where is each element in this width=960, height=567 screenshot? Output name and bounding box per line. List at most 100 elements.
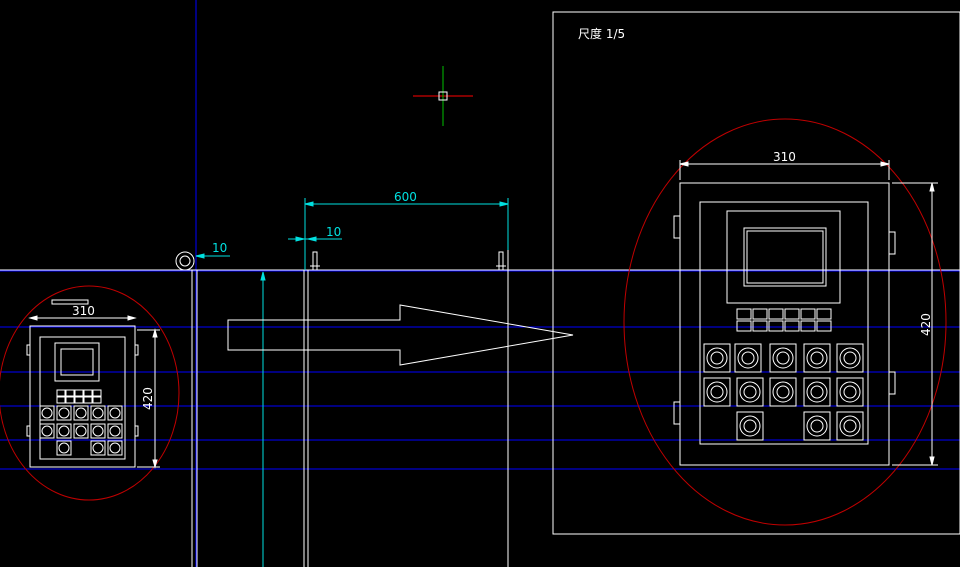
panel-button-housing [769,377,797,407]
panel-button-cap [741,351,755,365]
panel-button-housing [803,343,831,373]
panel-key [83,389,93,397]
panel-button-housing [39,423,55,439]
panel-key [92,396,102,404]
panel-button [58,442,70,454]
large-height-dimension: 420 [919,313,933,336]
panel-button-housing [836,411,864,441]
panel-button-housing [836,377,864,407]
panel-key [816,320,832,332]
right-gap-dimension: 10 [326,225,341,239]
panel-button [839,381,861,403]
cabinet-width-dimension: 600 [394,190,417,204]
panel-button [109,425,121,437]
panel-button [806,415,828,437]
scale-label: 尺度 1/5 [578,26,625,41]
dimension-lines [195,198,509,567]
panel-button-cap [776,351,790,365]
panel-button [739,415,761,437]
panel-key [92,389,102,397]
panel-button-cap [810,351,824,365]
panel-button [109,442,121,454]
panel-button-cap [776,385,790,399]
panel-button-housing [736,377,764,407]
panel-key [736,320,752,332]
panel-button-housing [56,423,72,439]
panel-button-housing [56,440,72,456]
panel-key [816,308,832,320]
panel-button-cap [843,385,857,399]
panel-button [772,347,794,369]
crosshair-cursor-icon [413,66,473,126]
panel-button-housing [769,343,797,373]
panel-button-housing [836,343,864,373]
panel-key [768,320,784,332]
small-control-panel: 310 420 [0,285,180,501]
panel-button-housing [107,440,123,456]
panel-button-housing [73,405,89,421]
panel-button-housing [56,405,72,421]
panel-button-housing [90,405,106,421]
panel-button [58,425,70,437]
panel-key [784,320,800,332]
panel-button [839,347,861,369]
panel-button-housing [803,411,831,441]
panel-key [768,308,784,320]
panel-button-cap [843,419,857,433]
panel-key [65,389,75,397]
panel-key [784,308,800,320]
panel-button-housing [734,343,762,373]
panel-key [752,308,768,320]
panel-button-cap [743,385,757,399]
panel-button [75,407,87,419]
panel-key [56,396,66,404]
panel-button-housing [703,343,731,373]
panel-button [839,415,861,437]
panel-key [74,389,84,397]
panel-button-cap [810,419,824,433]
panel-button-housing [803,377,831,407]
left-gap-dimension: 10 [212,241,227,255]
panel-button [739,381,761,403]
panel-button [75,425,87,437]
panel-key [736,308,752,320]
panel-key [800,308,816,320]
panel-key [752,320,768,332]
panel-key [65,396,75,404]
panel-button [92,442,104,454]
panel-button [737,347,759,369]
panel-key [800,320,816,332]
panel-key [74,396,84,404]
large-width-dimension: 310 [773,150,796,164]
panel-button-housing [107,423,123,439]
panel-button-housing [736,411,764,441]
panel-button [41,425,53,437]
panel-button [92,407,104,419]
panel-button-housing [107,405,123,421]
panel-button-housing [39,405,55,421]
panel-button-cap [810,385,824,399]
detail-view: 尺度 1/5 310 [552,11,960,535]
panel-button [806,381,828,403]
panel-key [56,389,66,397]
panel-button-housing [703,377,731,407]
panel-key [83,396,93,404]
panel-button-housing [73,423,89,439]
panel-button [41,407,53,419]
panel-button [58,407,70,419]
panel-button-cap [743,419,757,433]
panel-button [772,381,794,403]
panel-button-cap [710,351,724,365]
panel-button [706,381,728,403]
panel-button-cap [710,385,724,399]
panel-button [109,407,121,419]
panel-button [706,347,728,369]
panel-button-cap [843,351,857,365]
small-height-dimension: 420 [141,387,155,410]
right-arrow-icon [227,304,574,366]
panel-button [806,347,828,369]
panel-button-housing [90,440,106,456]
small-width-dimension: 310 [72,304,95,318]
